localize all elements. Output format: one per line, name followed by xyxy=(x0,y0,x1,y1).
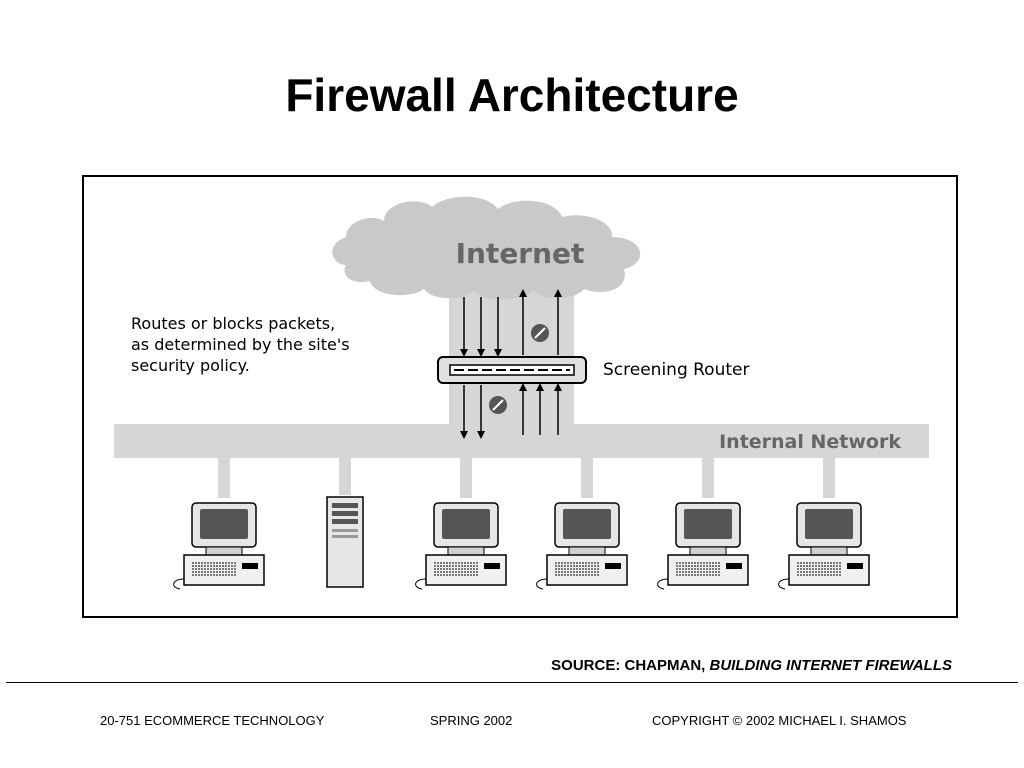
footer-copyright: COPYRIGHT © 2002 MICHAEL I. SHAMOS xyxy=(652,713,907,728)
source-citation: SOURCE: CHAPMAN, BUILDING INTERNET FIREW… xyxy=(551,657,952,674)
source-prefix: SOURCE: CHAPMAN, xyxy=(551,657,710,674)
screening-router-label: Screening Router xyxy=(603,360,749,380)
workstation-icon xyxy=(536,502,628,590)
router-channel xyxy=(449,277,574,427)
blocked-icon xyxy=(531,324,549,342)
internet-label: Internet xyxy=(456,237,585,270)
internal-network-bar xyxy=(114,424,929,458)
annotation-line: as determined by the site's xyxy=(131,335,350,354)
inbound-arrows-upper xyxy=(460,297,502,357)
outbound-arrows-upper xyxy=(519,289,562,355)
source-book-title: BUILDING INTERNET FIREWALLS xyxy=(709,657,953,674)
workstation-icon xyxy=(657,502,749,590)
annotation-line: Routes or blocks packets, xyxy=(131,314,335,333)
blocked-icon xyxy=(489,396,507,414)
workstation-icon xyxy=(173,502,265,590)
inbound-arrows-lower xyxy=(460,385,485,439)
workstation-icon xyxy=(415,502,507,590)
server-icon xyxy=(326,496,364,588)
policy-annotation: Routes or blocks packets, as determined … xyxy=(131,314,355,375)
internal-network-label: Internal Network xyxy=(719,431,901,453)
internet-cloud: Internet xyxy=(332,196,641,300)
screening-router xyxy=(437,356,587,384)
outbound-arrows-lower xyxy=(519,383,562,435)
footer-divider xyxy=(6,682,1018,683)
slide-title: Firewall Architecture xyxy=(285,69,739,121)
diagram-canvas: Internal Network Internet Routes or bloc… xyxy=(114,196,929,590)
footer-term: SPRING 2002 xyxy=(430,713,513,728)
workstation-icon xyxy=(778,502,870,590)
firewall-diagram: Internal Network Internet Routes or bloc… xyxy=(82,175,958,618)
host-drops xyxy=(218,458,835,498)
annotation-line: security policy. xyxy=(131,356,250,375)
footer-course: 20-751 ECOMMERCE TECHNOLOGY xyxy=(100,713,325,728)
